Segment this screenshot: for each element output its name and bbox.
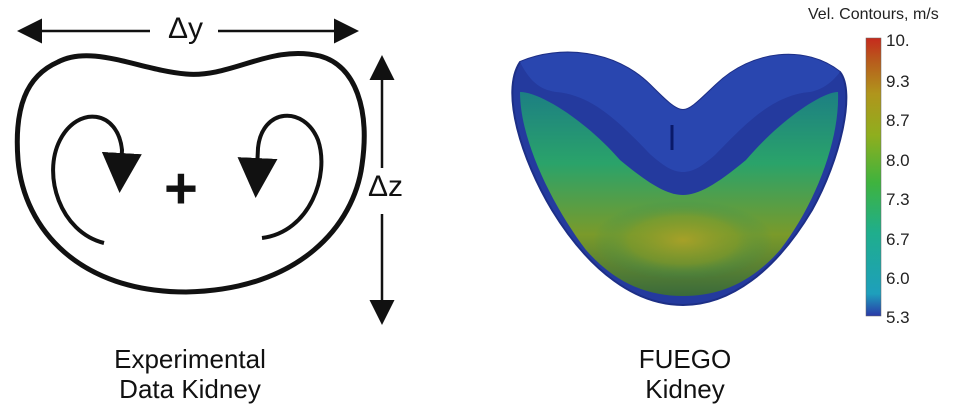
fuego-kidney-render <box>511 51 848 307</box>
kidney-outline <box>14 50 367 295</box>
legend-tick-5: 7.3 <box>886 190 910 209</box>
right-caption-line1: FUEGO <box>638 344 732 374</box>
center-plus-mark: + <box>164 156 198 221</box>
legend-color-bar <box>865 37 882 317</box>
kidney-upper-saddle <box>520 52 840 172</box>
left-caption: Experimental Data Kidney <box>80 344 300 404</box>
height-label: Δz <box>368 170 404 203</box>
left-caption-line1: Experimental <box>114 344 266 374</box>
right-caption: FUEGO Kidney <box>585 344 785 404</box>
right-vortex-arrow <box>237 113 324 240</box>
legend-tick-8: 5.3 <box>886 308 910 327</box>
right-caption-line2: Kidney <box>645 374 725 404</box>
left-vortex-arrow <box>51 114 142 245</box>
legend-tick-7: 6.0 <box>886 269 910 288</box>
width-label: Δy <box>168 12 204 45</box>
legend-tick-3: 8.7 <box>886 111 910 130</box>
legend-title: Vel. Contours, m/s <box>808 6 939 23</box>
legend-tick-2: 9.3 <box>886 72 910 91</box>
velocity-hotspot <box>593 200 773 280</box>
legend-tick-1: 10. <box>886 31 910 50</box>
left-caption-line2: Data Kidney <box>119 374 261 404</box>
legend-tick-6: 6.7 <box>886 230 910 249</box>
legend-tick-4: 8.0 <box>886 151 910 170</box>
